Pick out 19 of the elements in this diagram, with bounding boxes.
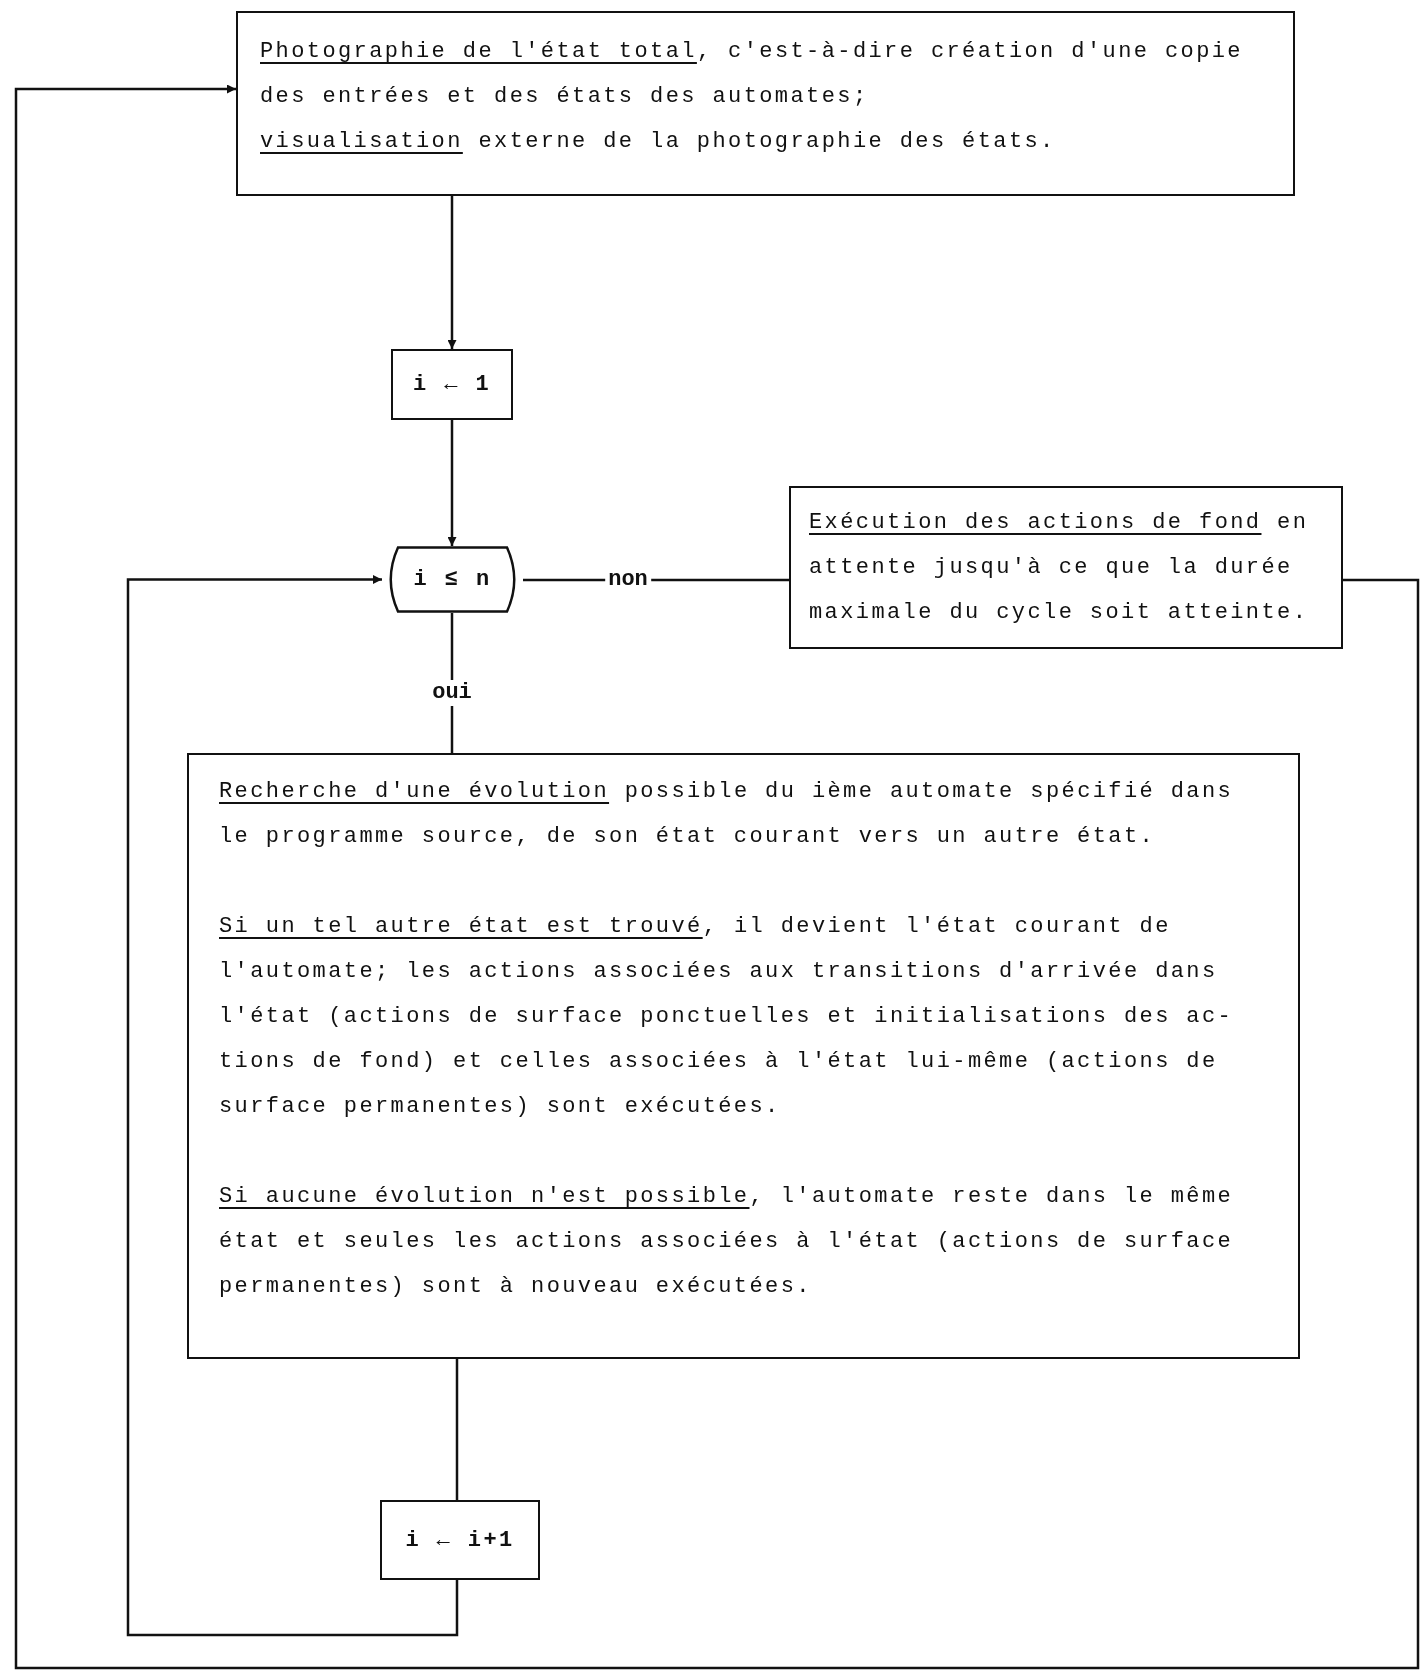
arrow (14, 84, 1420, 1670)
process-box (236, 11, 1295, 196)
box-text: Exécution des actions de fond en attente jusqu'à ce que la durée maximale du cycle soit atteinte. (809, 509, 1310, 627)
box-text: i ≤ n (413, 566, 492, 594)
process-box (391, 349, 513, 420)
box-text: i ← 1 (413, 371, 491, 399)
connector-line (455, 1359, 459, 1500)
process-box (380, 1500, 540, 1580)
box-text: visualisation externe de la photographie des états. (260, 128, 1057, 156)
box-text: Si un tel autre état est trouvé, il devient l'état courant de l'automate; les actions associées aux transitions d'arrivée dans l'état (actions de surface ponctuelles et initialisations des ac- tions de fond) et celles associées à l'état lui-même (actions de surface permanentes) sont exécutées. (219, 913, 1235, 1121)
box-text: Si aucune évolution n'est possible, l'automate reste dans le même état et seules les actions associées à l'état (actions de surface permanentes) sont à nouveau exécutées. (219, 1183, 1235, 1301)
process-box (789, 486, 1343, 649)
arrow (447, 420, 457, 546)
arrow (126, 575, 459, 1637)
box-text: Photographie de l'état total, c'est-à-dire création d'une copie des entrées et des états des automates; (260, 38, 1244, 111)
box-text: Recherche d'une évolution possible du ième automate spécifié dans le programme source, de son état courant vers un autre état. (219, 778, 1235, 851)
box-text: i ← i+1 (405, 1526, 515, 1555)
arrow (447, 196, 457, 349)
process-box (187, 753, 1300, 1359)
